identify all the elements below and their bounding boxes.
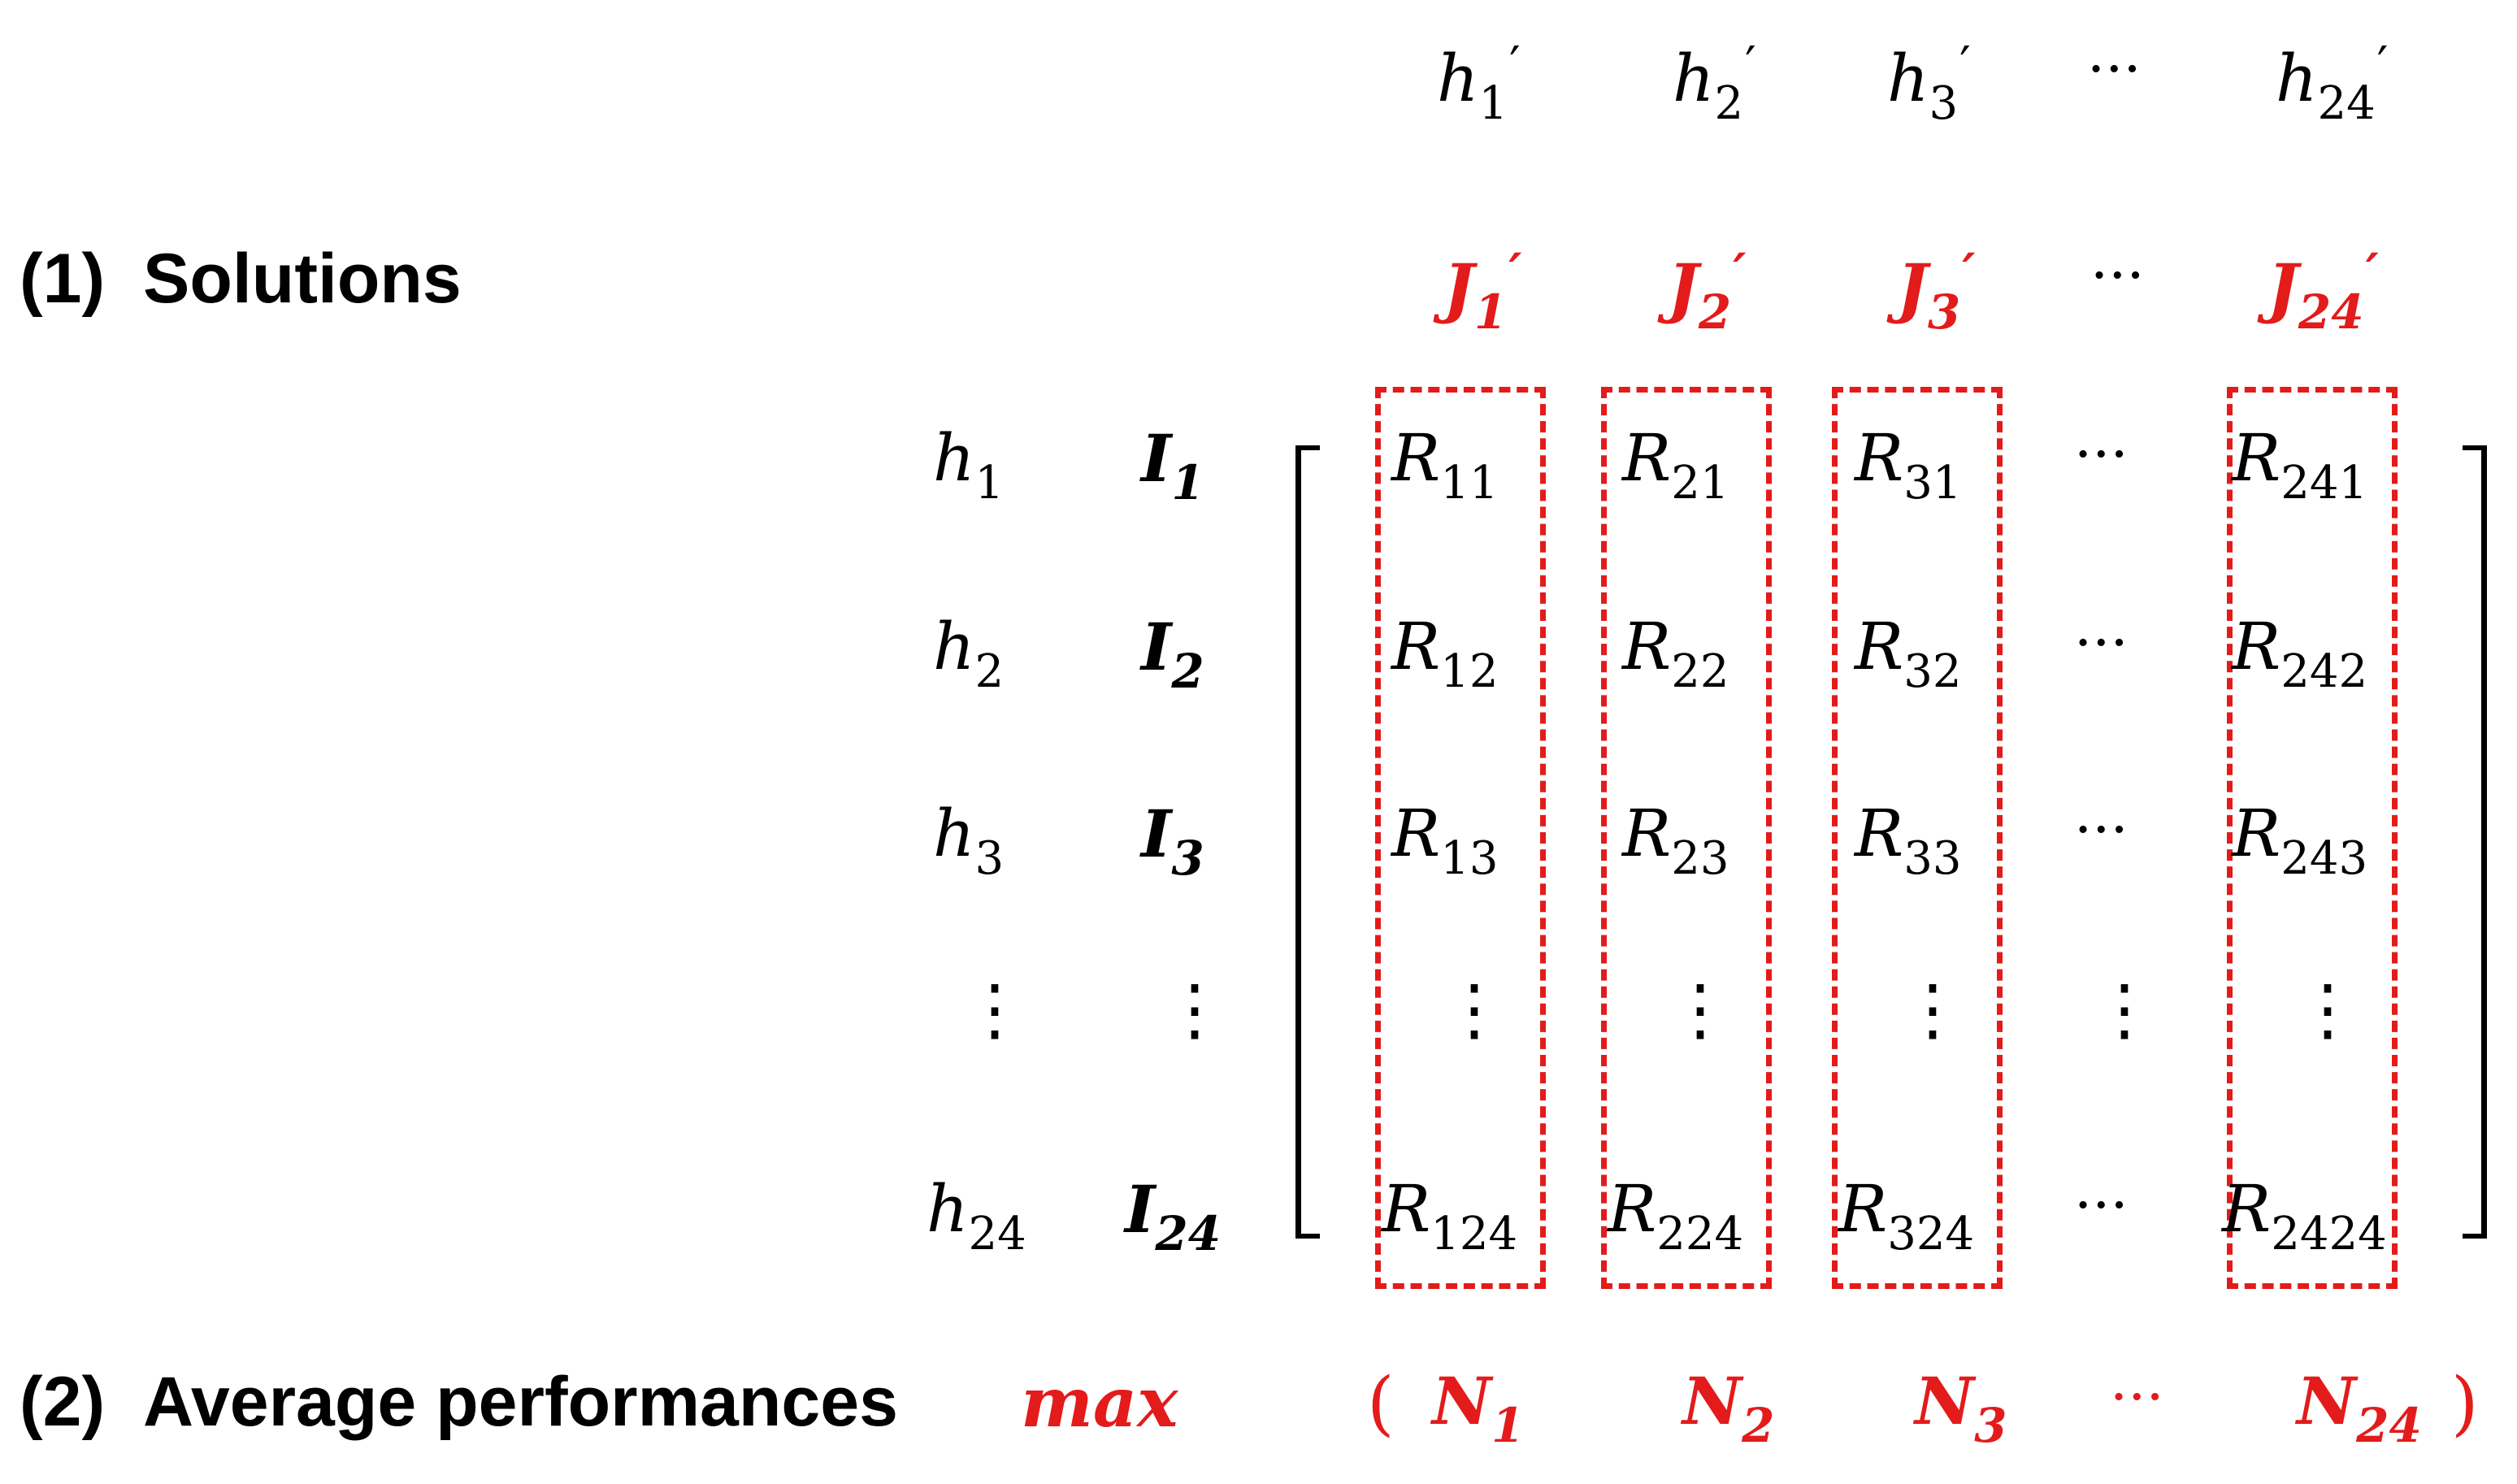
solution-column-box-2 <box>1601 387 1772 1289</box>
row-head-24: h24 <box>927 1171 1026 1261</box>
matrix-vdots-col-2: ⋮ <box>1666 970 1734 1049</box>
matrix-cell-r241: R241 <box>2232 420 2368 510</box>
column-head-2: h2′ <box>1673 37 1756 130</box>
matrix-vdots-ellipsis-col: ⋮ <box>2090 970 2159 1049</box>
average-performances-heading: Average performances <box>143 1363 898 1441</box>
row-input-1: I1 <box>1141 420 1204 510</box>
matrix-cell-r33: R33 <box>1855 796 1962 885</box>
matrix-row-1-ellipsis: ··· <box>2074 421 2129 488</box>
column-head-24: h24′ <box>2276 37 2389 130</box>
matrix-cell-r23: R23 <box>1622 796 1729 885</box>
matrix-cell-r242: R242 <box>2232 609 2368 698</box>
column-head-3: h3′ <box>1887 37 1971 130</box>
solutions-heading: Solutions <box>143 240 462 318</box>
average-n24: N24 <box>2297 1363 2422 1453</box>
matrix-row-2-ellipsis: ··· <box>2074 610 2129 676</box>
averages-ellipsis: ··· <box>2110 1364 2164 1430</box>
row-head-vdots: ⋮ <box>961 970 1029 1049</box>
row-input-24: I24 <box>1125 1171 1222 1261</box>
row-input-3: I3 <box>1141 796 1204 886</box>
average-n3: N3 <box>1915 1363 2007 1453</box>
max-label: max <box>1021 1362 1178 1443</box>
solution-j3: J3′ <box>1897 242 1976 340</box>
solution-column-box-1 <box>1375 387 1546 1289</box>
matrix-right-bracket <box>2463 445 2487 1239</box>
matrix-cell-r124: R124 <box>1382 1171 1518 1261</box>
averages-open-paren: ( <box>1367 1363 1395 1444</box>
column-head-ellipsis: ··· <box>2087 36 2142 102</box>
matrix-cell-r22: R22 <box>1622 609 1729 698</box>
matrix-cell-r21: R21 <box>1622 420 1729 510</box>
average-n2: N2 <box>1682 1363 1775 1453</box>
average-performances-number: (2) <box>20 1363 106 1441</box>
matrix-row-3-ellipsis: ··· <box>2074 796 2129 863</box>
matrix-left-bracket <box>1295 445 1320 1239</box>
solution-column-box-24 <box>2227 387 2398 1289</box>
solution-j2: J2′ <box>1668 242 1747 340</box>
solution-j24: J24′ <box>2267 242 2379 340</box>
column-head-1: h1′ <box>1437 37 1521 130</box>
row-head-2: h2 <box>933 609 1005 698</box>
matrix-cell-r224: R224 <box>1608 1171 1744 1261</box>
matrix-row-24-ellipsis: ··· <box>2074 1172 2129 1239</box>
matrix-cell-r31: R31 <box>1855 420 1962 510</box>
matrix-vdots-col-3: ⋮ <box>1899 970 1967 1049</box>
matrix-cell-r324: R324 <box>1838 1171 1975 1261</box>
average-n1: N1 <box>1432 1363 1525 1453</box>
solution-ellipsis: ··· <box>2090 242 2145 309</box>
row-input-vdots: ⋮ <box>1161 970 1229 1049</box>
matrix-cell-r243: R243 <box>2232 796 2368 885</box>
matrix-vdots-col-24: ⋮ <box>2294 970 2362 1049</box>
solution-j1: J1′ <box>1443 242 1522 340</box>
matrix-cell-r11: R11 <box>1391 420 1499 510</box>
matrix-cell-r12: R12 <box>1391 609 1499 698</box>
row-head-3: h3 <box>933 796 1005 885</box>
matrix-vdots-col-1: ⋮ <box>1440 970 1508 1049</box>
matrix-cell-r2424: R2424 <box>2222 1171 2387 1261</box>
matrix-cell-r13: R13 <box>1391 796 1499 885</box>
row-input-2: I2 <box>1141 609 1204 699</box>
row-head-1: h1 <box>933 420 1005 510</box>
matrix-cell-r32: R32 <box>1855 609 1962 698</box>
averages-close-paren: ) <box>2451 1363 2479 1444</box>
solution-column-box-3 <box>1832 387 2003 1289</box>
solutions-number: (1) <box>20 240 106 318</box>
